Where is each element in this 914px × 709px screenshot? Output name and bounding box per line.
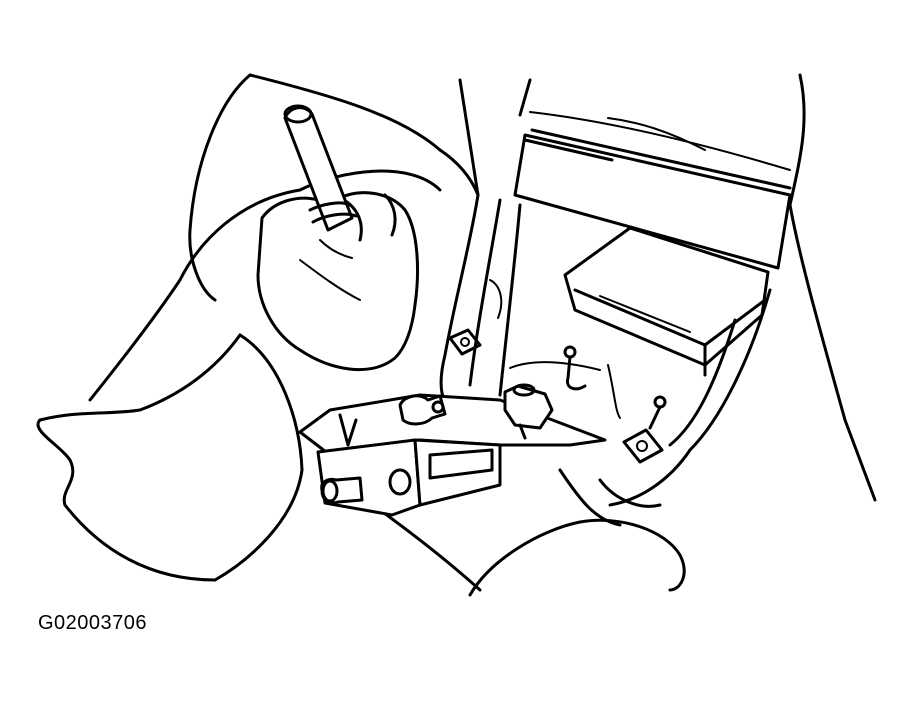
trim-clip-right — [622, 428, 664, 464]
control-module-box — [563, 226, 770, 377]
console-side-trim-left — [439, 193, 522, 402]
bracket-bolt — [398, 394, 447, 426]
screwdriver — [283, 104, 358, 232]
wiring-pins — [509, 345, 667, 430]
bracket-shaft-stub — [320, 476, 364, 505]
bracket-assembly — [298, 393, 607, 517]
figure-code: G02003706 — [38, 612, 148, 634]
sleeve-outline — [36, 188, 304, 582]
right-hand-silhouette — [468, 518, 686, 597]
center-console-pocket — [513, 111, 792, 270]
solenoid-cylinder — [503, 383, 554, 440]
dashboard-outline — [248, 73, 806, 207]
trim-clip-left — [448, 328, 482, 356]
console-side-trim-right — [608, 203, 877, 507]
